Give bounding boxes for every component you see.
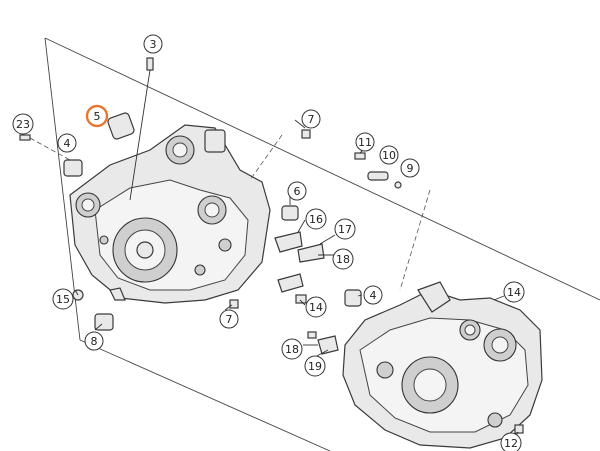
- callout-18b-label: 18: [285, 343, 299, 356]
- callout-12[interactable]: 12: [500, 432, 522, 451]
- callout-14b[interactable]: 14: [503, 281, 525, 303]
- callout-10-label: 10: [382, 149, 396, 162]
- callout-19[interactable]: 19: [304, 355, 326, 377]
- callout-18a-label: 18: [336, 253, 350, 266]
- callout-23-label: 23: [16, 118, 30, 131]
- callout-9[interactable]: 9: [400, 158, 420, 178]
- callout-5[interactable]: 5: [85, 104, 109, 128]
- callout-7b[interactable]: 7: [219, 309, 239, 329]
- assembly-frame: [44, 37, 600, 451]
- callout-17[interactable]: 17: [334, 218, 356, 240]
- callout-7b-label: 7: [226, 313, 233, 326]
- callout-6[interactable]: 6: [287, 181, 307, 201]
- callout-4a-label: 4: [64, 137, 71, 150]
- callout-23[interactable]: 23: [12, 113, 34, 135]
- callout-9-label: 9: [407, 162, 414, 175]
- callout-4b[interactable]: 4: [363, 285, 383, 305]
- callout-16[interactable]: 16: [305, 208, 327, 230]
- callout-4b-label: 4: [370, 289, 377, 302]
- callouts: 3 5 23 4 7 11 10 9: [12, 34, 525, 451]
- small-parts: [19, 57, 524, 434]
- callout-18a[interactable]: 18: [332, 248, 354, 270]
- callout-15-label: 15: [56, 293, 70, 306]
- callout-10[interactable]: 10: [379, 145, 399, 165]
- callout-19-label: 19: [308, 360, 322, 373]
- callout-11[interactable]: 11: [355, 132, 375, 152]
- callout-16-label: 16: [309, 213, 323, 226]
- left-crankcase-half: [69, 124, 271, 304]
- callout-7a-label: 7: [308, 113, 315, 126]
- callout-8-label: 8: [91, 335, 98, 348]
- callout-18b[interactable]: 18: [281, 338, 303, 360]
- callout-12-label: 12: [504, 437, 518, 450]
- callout-11-label: 11: [358, 136, 372, 149]
- callout-3[interactable]: 3: [143, 34, 163, 54]
- callout-14a-label: 14: [309, 301, 323, 314]
- callout-5-label: 5: [94, 110, 101, 123]
- callout-3-label: 3: [150, 38, 157, 51]
- callout-15[interactable]: 15: [52, 288, 74, 310]
- callout-14a[interactable]: 14: [305, 296, 327, 318]
- callout-14b-label: 14: [507, 286, 521, 299]
- callout-7a[interactable]: 7: [301, 109, 321, 129]
- callout-8[interactable]: 8: [84, 331, 104, 351]
- right-crankcase-half: [342, 281, 543, 449]
- callout-17-label: 17: [338, 223, 352, 236]
- callout-4a[interactable]: 4: [57, 133, 77, 153]
- callout-6-label: 6: [294, 185, 301, 198]
